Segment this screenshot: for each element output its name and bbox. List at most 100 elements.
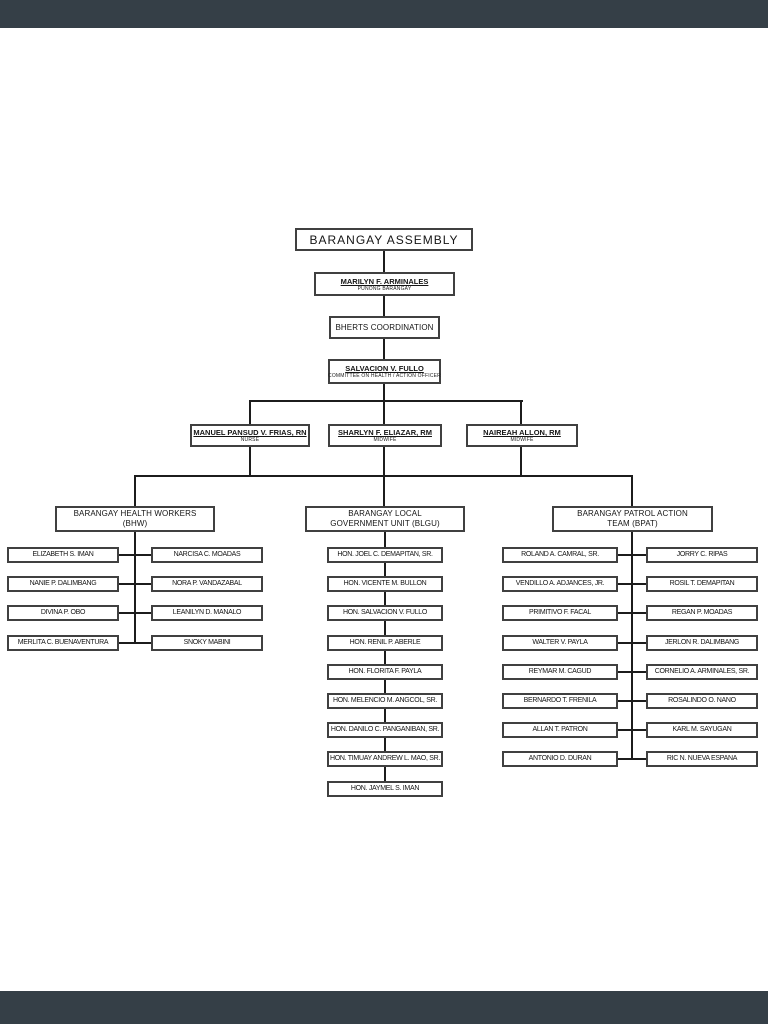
connector-line bbox=[520, 400, 522, 424]
member-box: ROSALINDO O. NANO bbox=[646, 693, 758, 709]
member-box: NORA P. VANDAZABAL bbox=[151, 576, 263, 592]
nurse-box: MANUEL PANSUD V. FRIAS, RN NURSE bbox=[190, 424, 310, 447]
action-officer-box: SALVACION V. FULLO COMMITTEE ON HEALTH /… bbox=[328, 359, 441, 384]
connector-line bbox=[633, 729, 647, 731]
branch-header-bhw: BARANGAY HEALTH WORKERS (BHW) bbox=[55, 506, 215, 532]
action-officer-name: SALVACION V. FULLO bbox=[345, 364, 424, 373]
member-box: LEANILYN D. MANALO bbox=[151, 605, 263, 621]
midwife1-title: MIDWIFE bbox=[373, 437, 397, 443]
member-box: WALTER V. PAYLA bbox=[502, 635, 618, 651]
member-box: HON. FLORITA F. PAYLA bbox=[327, 664, 443, 680]
member-box: JORRY C. RIPAS bbox=[646, 547, 758, 563]
connector-line bbox=[617, 583, 631, 585]
connector-line bbox=[249, 400, 523, 402]
connector-line bbox=[617, 612, 631, 614]
member-box: ELIZABETH S. IMAN bbox=[7, 547, 119, 563]
connector-line bbox=[118, 612, 134, 614]
nurse-title: NURSE bbox=[240, 437, 260, 443]
member-box: VENDILLO A. ADJANCES, JR. bbox=[502, 576, 618, 592]
connector-line bbox=[134, 475, 136, 506]
connector-line bbox=[633, 700, 647, 702]
connector-line bbox=[136, 642, 152, 644]
connector-line bbox=[633, 554, 647, 556]
member-box: JERLON R. DALIMBANG bbox=[646, 635, 758, 651]
connector-line bbox=[384, 531, 386, 781]
connector-line bbox=[383, 295, 385, 316]
member-box: SNOKY MABINI bbox=[151, 635, 263, 651]
member-box: ROLAND A. CAMRAL, SR. bbox=[502, 547, 618, 563]
member-box: NARCISA C. MOADAS bbox=[151, 547, 263, 563]
connector-line bbox=[118, 583, 134, 585]
connector-line bbox=[633, 758, 647, 760]
midwife2-title: MIDWIFE bbox=[510, 437, 534, 443]
member-box: MERLITA C. BUENAVENTURA bbox=[7, 635, 119, 651]
bhw-label-line1: BARANGAY HEALTH WORKERS bbox=[73, 509, 197, 518]
member-box: ROSIL T. DEMAPITAN bbox=[646, 576, 758, 592]
nurse-name: MANUEL PANSUD V. FRIAS, RN bbox=[193, 428, 307, 437]
connector-line bbox=[617, 554, 631, 556]
member-box: REGAN P. MOADAS bbox=[646, 605, 758, 621]
branch-header-bpat: BARANGAY PATROL ACTION TEAM (BPAT) bbox=[552, 506, 713, 532]
member-box: KARL M. SAYUGAN bbox=[646, 722, 758, 738]
connector-line bbox=[617, 729, 631, 731]
bpat-label-line1: BARANGAY PATROL ACTION bbox=[577, 509, 688, 518]
connector-line bbox=[134, 531, 136, 644]
captain-title: PUNONG BARANGAY bbox=[357, 285, 412, 292]
blgu-label-line1: BARANGAY LOCAL bbox=[348, 509, 422, 518]
viewer-top-bar bbox=[0, 0, 768, 28]
member-box: ANTONIO D. DURAN bbox=[502, 751, 618, 767]
member-box: NANIE P. DALIMBANG bbox=[7, 576, 119, 592]
member-box: HON. SALVACION V. FULLO bbox=[327, 605, 443, 621]
connector-line bbox=[118, 554, 134, 556]
connector-line bbox=[118, 642, 134, 644]
connector-line bbox=[633, 671, 647, 673]
member-box: DIVINA P. OBO bbox=[7, 605, 119, 621]
action-officer-title: COMMITTEE ON HEALTH / ACTION OFFICER bbox=[328, 373, 441, 379]
captain-name: MARILYN F. ARMINALES bbox=[340, 276, 429, 286]
connector-line bbox=[136, 612, 152, 614]
midwife1-box: SHARLYN F. ELIAZAR, RM MIDWIFE bbox=[328, 424, 442, 447]
blgu-label-line2: GOVERNMENT UNIT (BLGU) bbox=[330, 519, 440, 528]
member-box: HON. JOEL C. DEMAPITAN, SR. bbox=[327, 547, 443, 563]
connector-line bbox=[617, 671, 631, 673]
connector-line bbox=[383, 475, 385, 506]
assembly-label: BARANGAY ASSEMBLY bbox=[309, 232, 459, 247]
connector-line bbox=[249, 447, 251, 475]
member-box: CORNELIO A. ARMINALES, SR. bbox=[646, 664, 758, 680]
assembly-box: BARANGAY ASSEMBLY bbox=[295, 228, 473, 251]
connector-line bbox=[383, 400, 385, 424]
midwife2-name: NAIREAH ALLON, RM bbox=[483, 428, 561, 437]
bpat-label-line2: TEAM (BPAT) bbox=[607, 519, 658, 528]
member-box: RIC N. NUEVA ESPANA bbox=[646, 751, 758, 767]
member-box: HON. DANILO C. PANGANIBAN, SR. bbox=[327, 722, 443, 738]
member-box: ALLAN T. PATRON bbox=[502, 722, 618, 738]
connector-line bbox=[136, 554, 152, 556]
connector-line bbox=[136, 583, 152, 585]
connector-line bbox=[383, 447, 385, 475]
bhw-label-line2: (BHW) bbox=[122, 519, 148, 528]
connector-line bbox=[249, 400, 251, 424]
member-box: HON. MELENCIO M. ANGCOL, SR. bbox=[327, 693, 443, 709]
connector-line bbox=[617, 758, 631, 760]
captain-box: MARILYN F. ARMINALES PUNONG BARANGAY bbox=[314, 272, 455, 296]
viewer-bottom-bar bbox=[0, 991, 768, 1024]
connector-line bbox=[383, 383, 385, 400]
connector-line bbox=[633, 583, 647, 585]
connector-line bbox=[383, 339, 385, 359]
member-box: HON. JAYMEL S. IMAN bbox=[327, 781, 443, 797]
member-box: HON. TIMUAY ANDREW L. MAO, SR. bbox=[327, 751, 443, 767]
connector-line bbox=[617, 700, 631, 702]
connector-line bbox=[633, 642, 647, 644]
member-box: BERNARDO T. FRENILA bbox=[502, 693, 618, 709]
bherts-label: BHERTS COORDINATION bbox=[335, 322, 434, 332]
connector-line bbox=[383, 251, 385, 272]
member-box: REYMAR M. CAGUD bbox=[502, 664, 618, 680]
branch-header-blgu: BARANGAY LOCAL GOVERNMENT UNIT (BLGU) bbox=[305, 506, 465, 532]
connector-line bbox=[617, 642, 631, 644]
bherts-coordination-box: BHERTS COORDINATION bbox=[329, 316, 440, 339]
midwife2-box: NAIREAH ALLON, RM MIDWIFE bbox=[466, 424, 578, 447]
member-box: HON. VICENTE M. BULLON bbox=[327, 576, 443, 592]
member-box: HON. RENIL P. ABERLE bbox=[327, 635, 443, 651]
